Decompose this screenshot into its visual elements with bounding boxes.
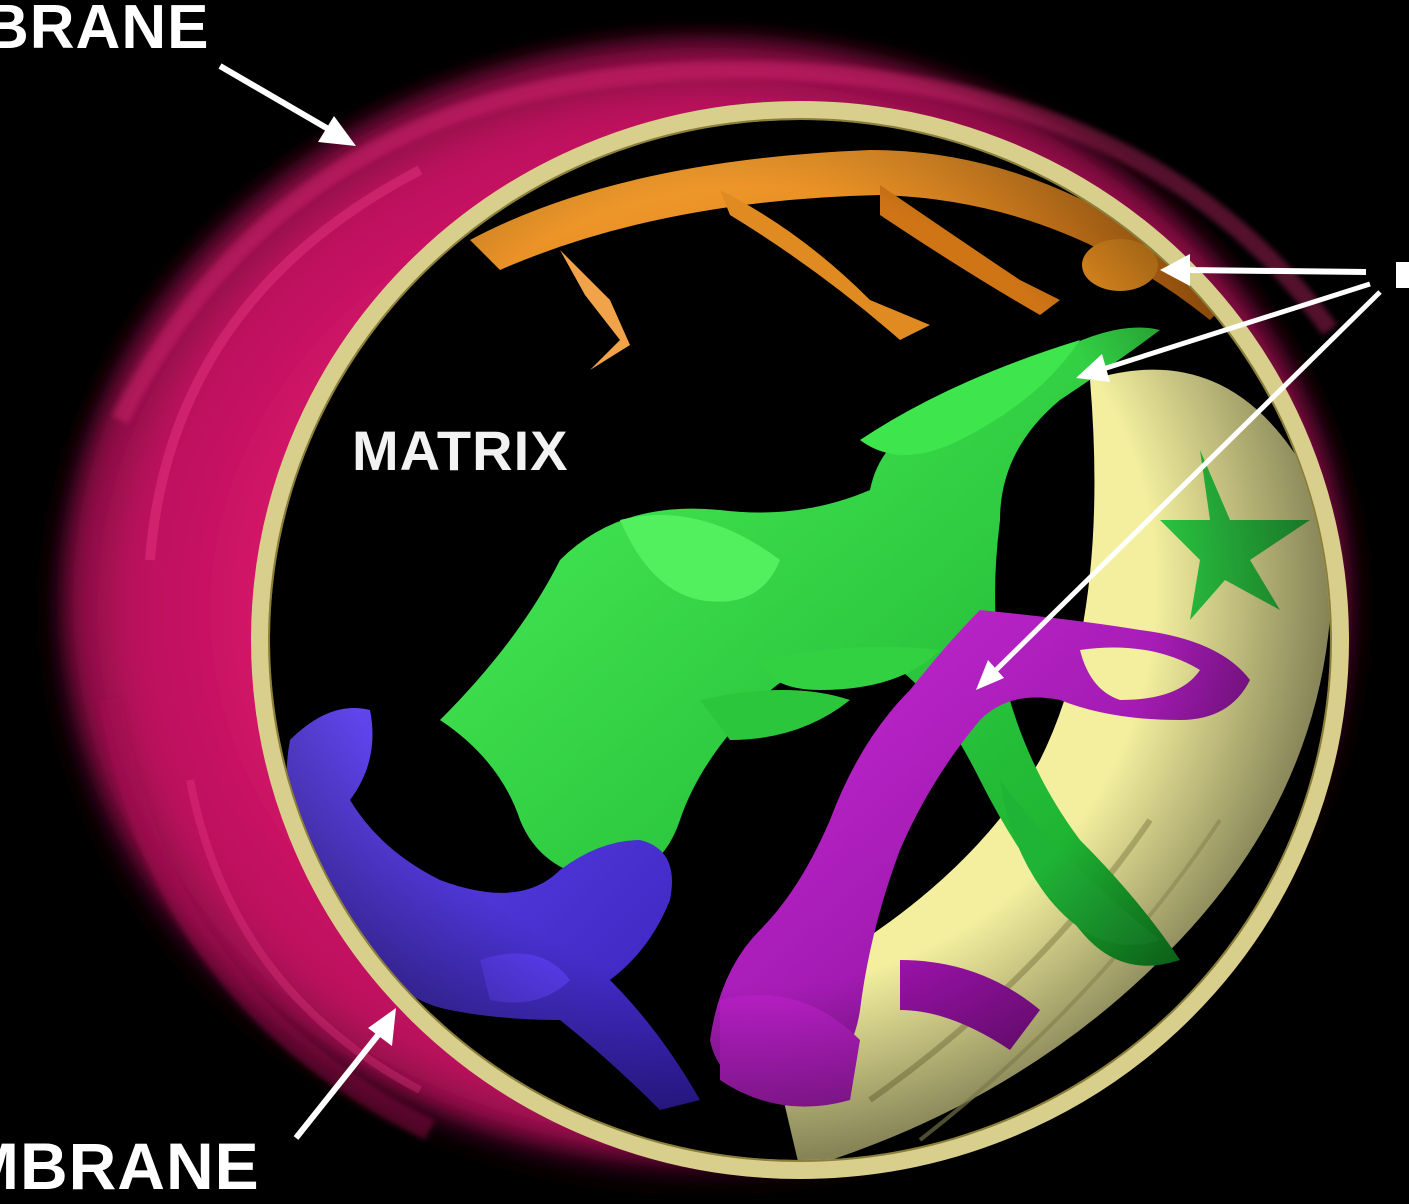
cristae-arrow-orange (1186, 270, 1366, 272)
cristae-label-fragment (1396, 262, 1409, 288)
matrix-label: MATRIX (352, 418, 569, 483)
inner-membrane-label: MBRANE (0, 1128, 260, 1204)
outer-membrane-arrow (220, 66, 330, 130)
outer-membrane-label: BRANE (0, 0, 209, 63)
